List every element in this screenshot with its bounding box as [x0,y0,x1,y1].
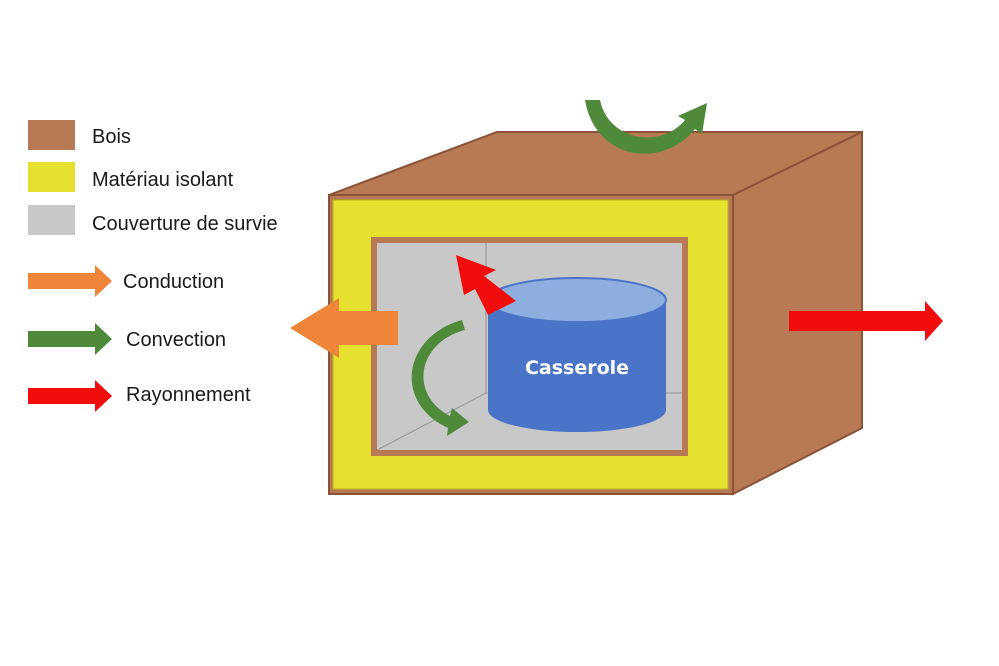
legend-swatch-bois [28,120,75,150]
legend-arrow-rayonnement-icon [28,380,112,412]
radiation-arrow-right-icon [789,301,943,341]
legend-arrow-convection-icon [28,323,112,355]
legend-label-convection: Convection [126,329,226,351]
legend-label-conduction: Conduction [123,271,224,293]
convection-arrow-inside-icon [411,320,469,436]
legend-label-isolant: Matériau isolant [92,169,234,191]
cavity-floor-edge [376,392,487,451]
casserole-label: Casserole [525,357,629,379]
legend-label-rayonnement: Rayonnement [126,384,251,406]
convection-arrow-top-icon [585,100,707,154]
legend-label-couverture: Couverture de survie [92,213,278,235]
casserole-body [488,300,666,432]
legend: Bois Matériau isolant Couverture de surv… [28,120,278,412]
radiation-arrow-pot-icon [456,255,516,315]
legend-swatch-isolant [28,162,75,192]
conduction-arrow-icon [290,298,398,358]
legend-swatch-couverture [28,205,75,235]
legend-label-bois: Bois [92,126,131,148]
casserole: Casserole [487,277,667,432]
legend-arrow-conduction-icon [28,265,112,297]
